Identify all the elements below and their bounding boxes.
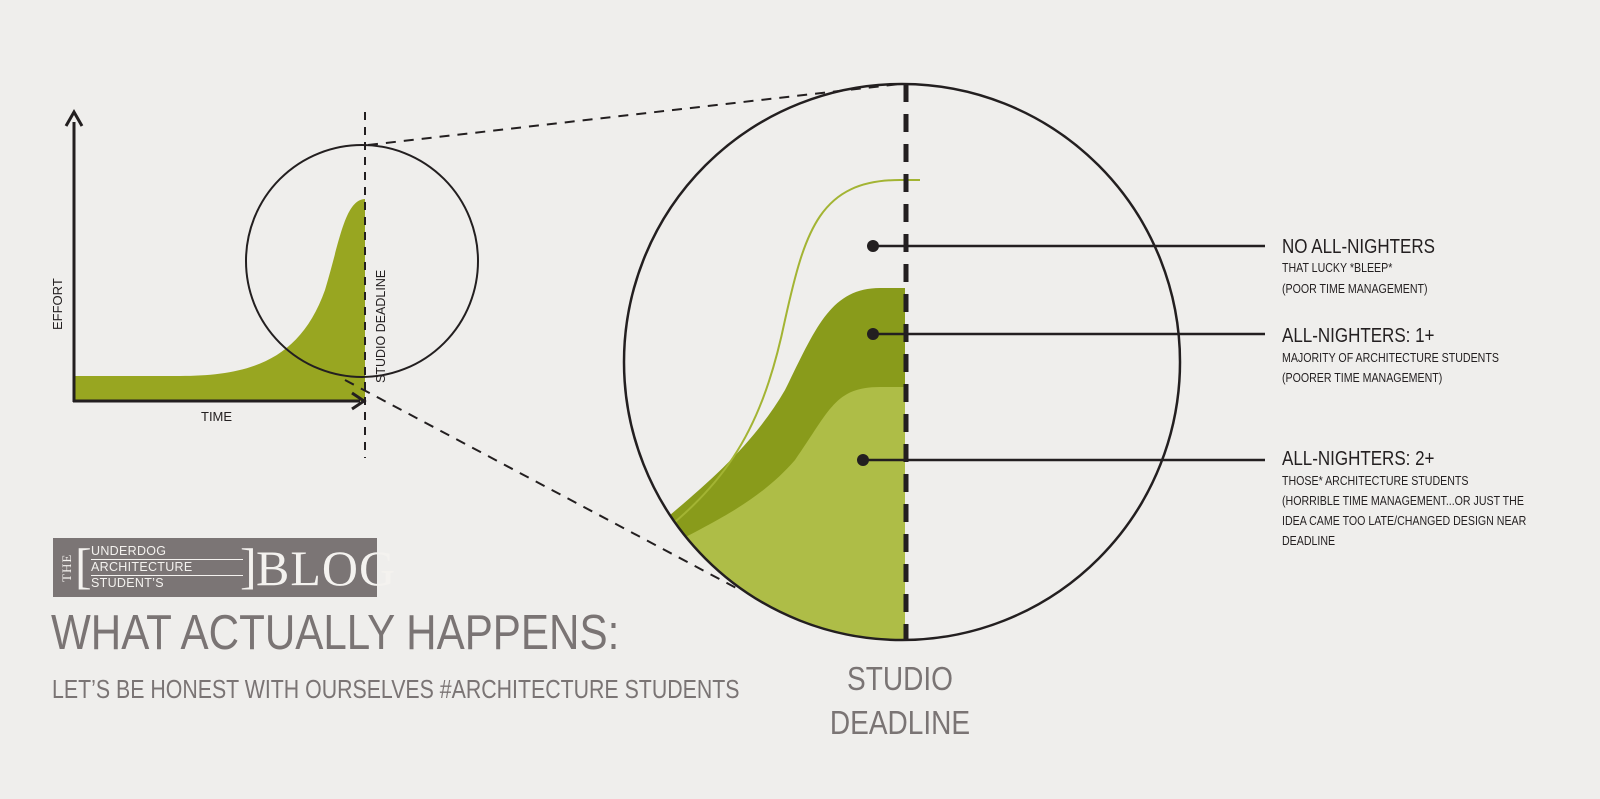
annotation-line: (POOR TIME MANAGEMENT) [1282, 282, 1428, 296]
annotation-line: MAJORITY OF ARCHITECTURE STUDENTS [1282, 351, 1499, 365]
annotation-title: ALL-NIGHTERS: 2+ [1282, 447, 1434, 470]
logo-line-architecture: ARCHITECTURE [91, 559, 243, 576]
annotation-line: THOSE* ARCHITECTURE STUDENTS [1282, 474, 1469, 488]
annotation-title: ALL-NIGHTERS: 1+ [1282, 324, 1434, 347]
annotation-line: THAT LUCKY *BLEEP* [1282, 261, 1393, 275]
zoom-circle [622, 82, 1182, 642]
logo-line-students: STUDENT’S [91, 576, 164, 590]
annotation-all-nighters-1: ALL-NIGHTERS: 1+ MAJORITY OF ARCHITECTUR… [1282, 324, 1499, 386]
logo-blog: BLOG [256, 540, 397, 596]
logo-line-underdog: UNDERDOG [91, 544, 167, 558]
logo-bracket-left: [ [75, 538, 92, 594]
small-deadline-label: STUDIO DEADLINE [374, 270, 388, 383]
zoom-connector-top [367, 83, 901, 146]
page-subtitle: LET’S BE HONEST WITH OURSELVES #ARCHITEC… [52, 674, 740, 704]
annotation-line: (HORRIBLE TIME MANAGEMENT...OR JUST THE [1282, 494, 1524, 508]
y-axis-arrowhead [64, 108, 84, 127]
zoom-deadline-label-line1: STUDIO [847, 661, 953, 698]
logo-the: THE [59, 553, 74, 583]
annotation-no-all-nighters: NO ALL-NIGHTERS THAT LUCKY *BLEEP* (POOR… [1282, 235, 1435, 297]
annotation-all-nighters-2: ALL-NIGHTERS: 2+ THOSE* ARCHITECTURE STU… [1282, 447, 1526, 549]
effort-area [74, 199, 365, 401]
logo-bracket-right: ] [240, 538, 257, 594]
page-title: WHAT ACTUALLY HAPPENS: [51, 606, 620, 660]
annotation-line: (POORER TIME MANAGEMENT) [1282, 371, 1442, 385]
annotation-title: NO ALL-NIGHTERS [1282, 235, 1435, 258]
no-all-nighters-curve [639, 179, 920, 551]
blog-logo: THE [ UNDERDOG ARCHITECTURE STUDENT’S ] … [53, 538, 395, 597]
zoom-deadline-label-line2: DEADLINE [830, 705, 970, 742]
y-axis-label: EFFORT [50, 278, 65, 330]
annotation-line: IDEA CAME TOO LATE/CHANGED DESIGN NEAR [1282, 514, 1526, 528]
small-zoom-circle [245, 144, 479, 378]
x-axis-label: TIME [201, 409, 232, 424]
logo-text-stack: UNDERDOG ARCHITECTURE STUDENT’S [91, 544, 243, 591]
zoom-connector-bottom [344, 379, 741, 591]
annotation-line: DEADLINE [1282, 534, 1335, 548]
